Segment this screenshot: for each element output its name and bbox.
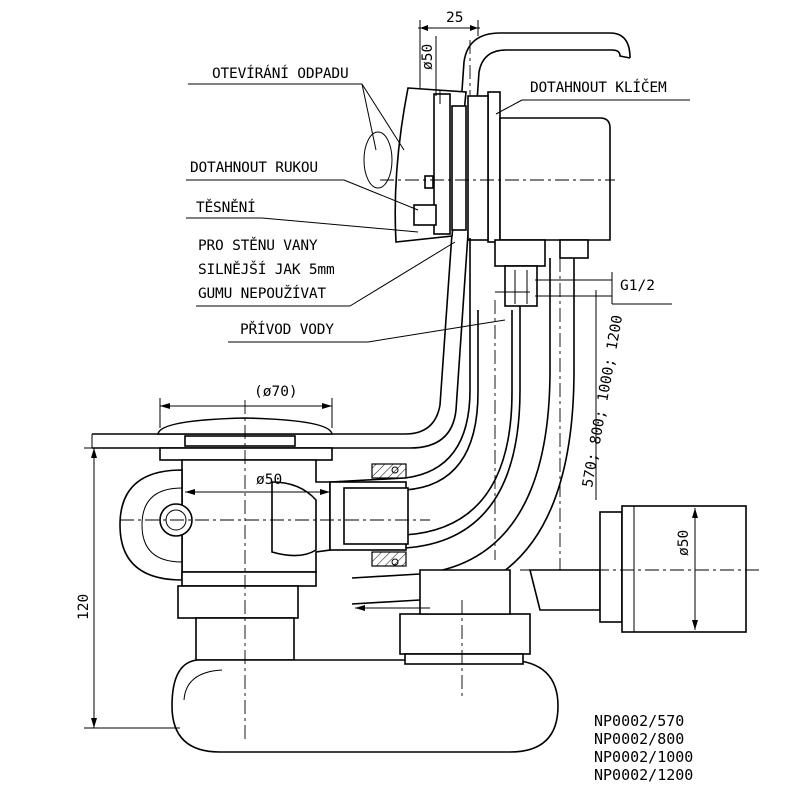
leader-labels: OTEVÍRÁNÍ ODPADU DOTAHNOUT RUKOU TĚSNĚNÍ…: [186, 65, 690, 343]
dim-25: 25: [446, 10, 463, 26]
bathtub-wall: [91, 32, 631, 449]
dimension-phi50-right: ø50: [676, 508, 698, 630]
label-oteviraní-odpadu: OTEVÍRÁNÍ ODPADU: [212, 65, 348, 82]
dimension-top: 25 ø50: [418, 10, 480, 96]
label-pro-stenu-1: PRO STĚNU VANY: [198, 237, 318, 254]
dim-120: 120: [76, 594, 92, 620]
dim-phi50-right: ø50: [676, 530, 692, 556]
dim-phi50-top: ø50: [420, 44, 436, 70]
overflow-assembly: [363, 40, 615, 307]
drain-body: [119, 400, 760, 753]
dim-phi70: (ø70): [254, 384, 298, 400]
label-pro-stenu-2: SILNĚJŠÍ JAK 5mm: [198, 260, 335, 278]
dimension-phi70: (ø70): [159, 384, 333, 428]
code-1200: NP0002/1200: [594, 766, 693, 784]
label-pro-stenu-3: GUMU NEPOUŽÍVAT: [198, 284, 326, 302]
thread-label: G1/2: [620, 278, 655, 294]
code-570: NP0002/570: [594, 712, 684, 730]
product-codes: NP0002/570 NP0002/800 NP0002/1000 NP0002…: [594, 712, 693, 784]
label-dotahnout-rukou: DOTAHNOUT RUKOU: [190, 160, 318, 176]
code-800: NP0002/800: [594, 730, 684, 748]
thread-callout: G1/2: [495, 272, 672, 305]
dim-lengths: 570; 800; 1000; 1200: [580, 314, 626, 489]
label-tesneni: TĚSNĚNÍ: [196, 199, 256, 216]
dimension-phi50-mid: ø50: [185, 472, 330, 495]
label-dotahnout-klicem: DOTAHNOUT KLÍČEM: [530, 78, 667, 96]
label-privod-vody: PŘÍVOD VODY: [240, 321, 334, 338]
code-1000: NP0002/1000: [594, 748, 693, 766]
dimension-120: 120: [76, 447, 180, 729]
dim-phi50-mid: ø50: [256, 472, 282, 488]
